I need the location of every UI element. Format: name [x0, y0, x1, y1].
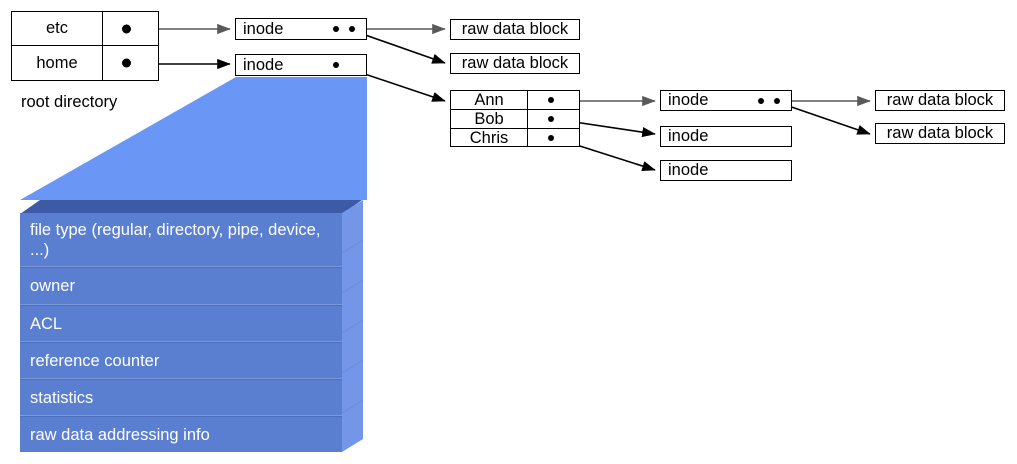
inode-bob-box[interactable]: inode: [660, 126, 792, 147]
table-row[interactable]: Bob: [451, 110, 579, 129]
detail-field-reference-counter: reference counter: [20, 342, 342, 379]
pointer-dot-icon: [349, 26, 355, 32]
pointer-dot-icon: [122, 58, 131, 68]
inode-label: inode: [668, 91, 709, 110]
table-row[interactable]: Ann: [451, 91, 579, 110]
pointer-dot-icon: [333, 26, 339, 32]
raw-data-block[interactable]: raw data block: [450, 53, 580, 74]
table-row[interactable]: etc: [12, 12, 158, 46]
table-row[interactable]: home: [12, 46, 158, 80]
detail-field-acl: ACL: [20, 305, 342, 342]
inode-home-box[interactable]: inode: [235, 54, 367, 76]
raw-data-block[interactable]: raw data block: [450, 19, 580, 40]
inode-ann-box[interactable]: inode: [660, 90, 792, 111]
dir-entry-pointer: [528, 110, 579, 128]
inode-label: inode: [668, 161, 709, 180]
inode-etc-box[interactable]: inode: [235, 18, 367, 40]
dir-entry-name: Bob: [451, 110, 528, 128]
pointer-dot-icon: [548, 116, 554, 122]
dir-entry-name: home: [12, 46, 103, 80]
root-directory-caption: root directory: [21, 93, 118, 111]
raw-data-block[interactable]: raw data block: [875, 90, 1005, 111]
dir-entry-pointer: [528, 91, 579, 109]
inode-chris-box[interactable]: inode: [660, 160, 792, 181]
dir-entry-pointer: [103, 12, 158, 45]
detail-top-face: [20, 200, 362, 214]
table-row[interactable]: Chris: [451, 129, 579, 147]
detail-field-statistics: statistics: [20, 379, 342, 416]
pointer-dot-icon: [758, 97, 764, 104]
inode-label: inode: [243, 19, 284, 38]
pointer-dot-icon: [774, 97, 780, 104]
raw-data-block[interactable]: raw data block: [875, 123, 1005, 144]
detail-field-file-type: file type (regular, directory, pipe, dev…: [20, 213, 342, 267]
pointer-dot-icon: [548, 97, 554, 103]
home-directory-table: Ann Bob Chris: [450, 90, 580, 147]
dir-entry-name: etc: [12, 12, 103, 45]
dir-entry-name: Ann: [451, 91, 528, 109]
detail-field-raw-data-addressing-info: raw data addressing info: [20, 416, 342, 452]
pointer-dot-icon: [333, 62, 339, 68]
dir-entry-pointer: [103, 46, 158, 80]
inode-label: inode: [668, 127, 709, 146]
dir-entry-pointer: [528, 129, 579, 147]
inode-detail-box: file type (regular, directory, pipe, dev…: [20, 200, 364, 453]
detail-front-face: file type (regular, directory, pipe, dev…: [20, 213, 342, 452]
root-directory-table: etc home: [11, 11, 159, 81]
pointer-dot-icon: [548, 135, 554, 141]
detail-right-face: [341, 200, 364, 452]
dir-entry-name: Chris: [451, 129, 528, 147]
inode-label: inode: [243, 55, 284, 74]
pointer-dot-icon: [122, 24, 131, 33]
detail-field-owner: owner: [20, 267, 342, 305]
